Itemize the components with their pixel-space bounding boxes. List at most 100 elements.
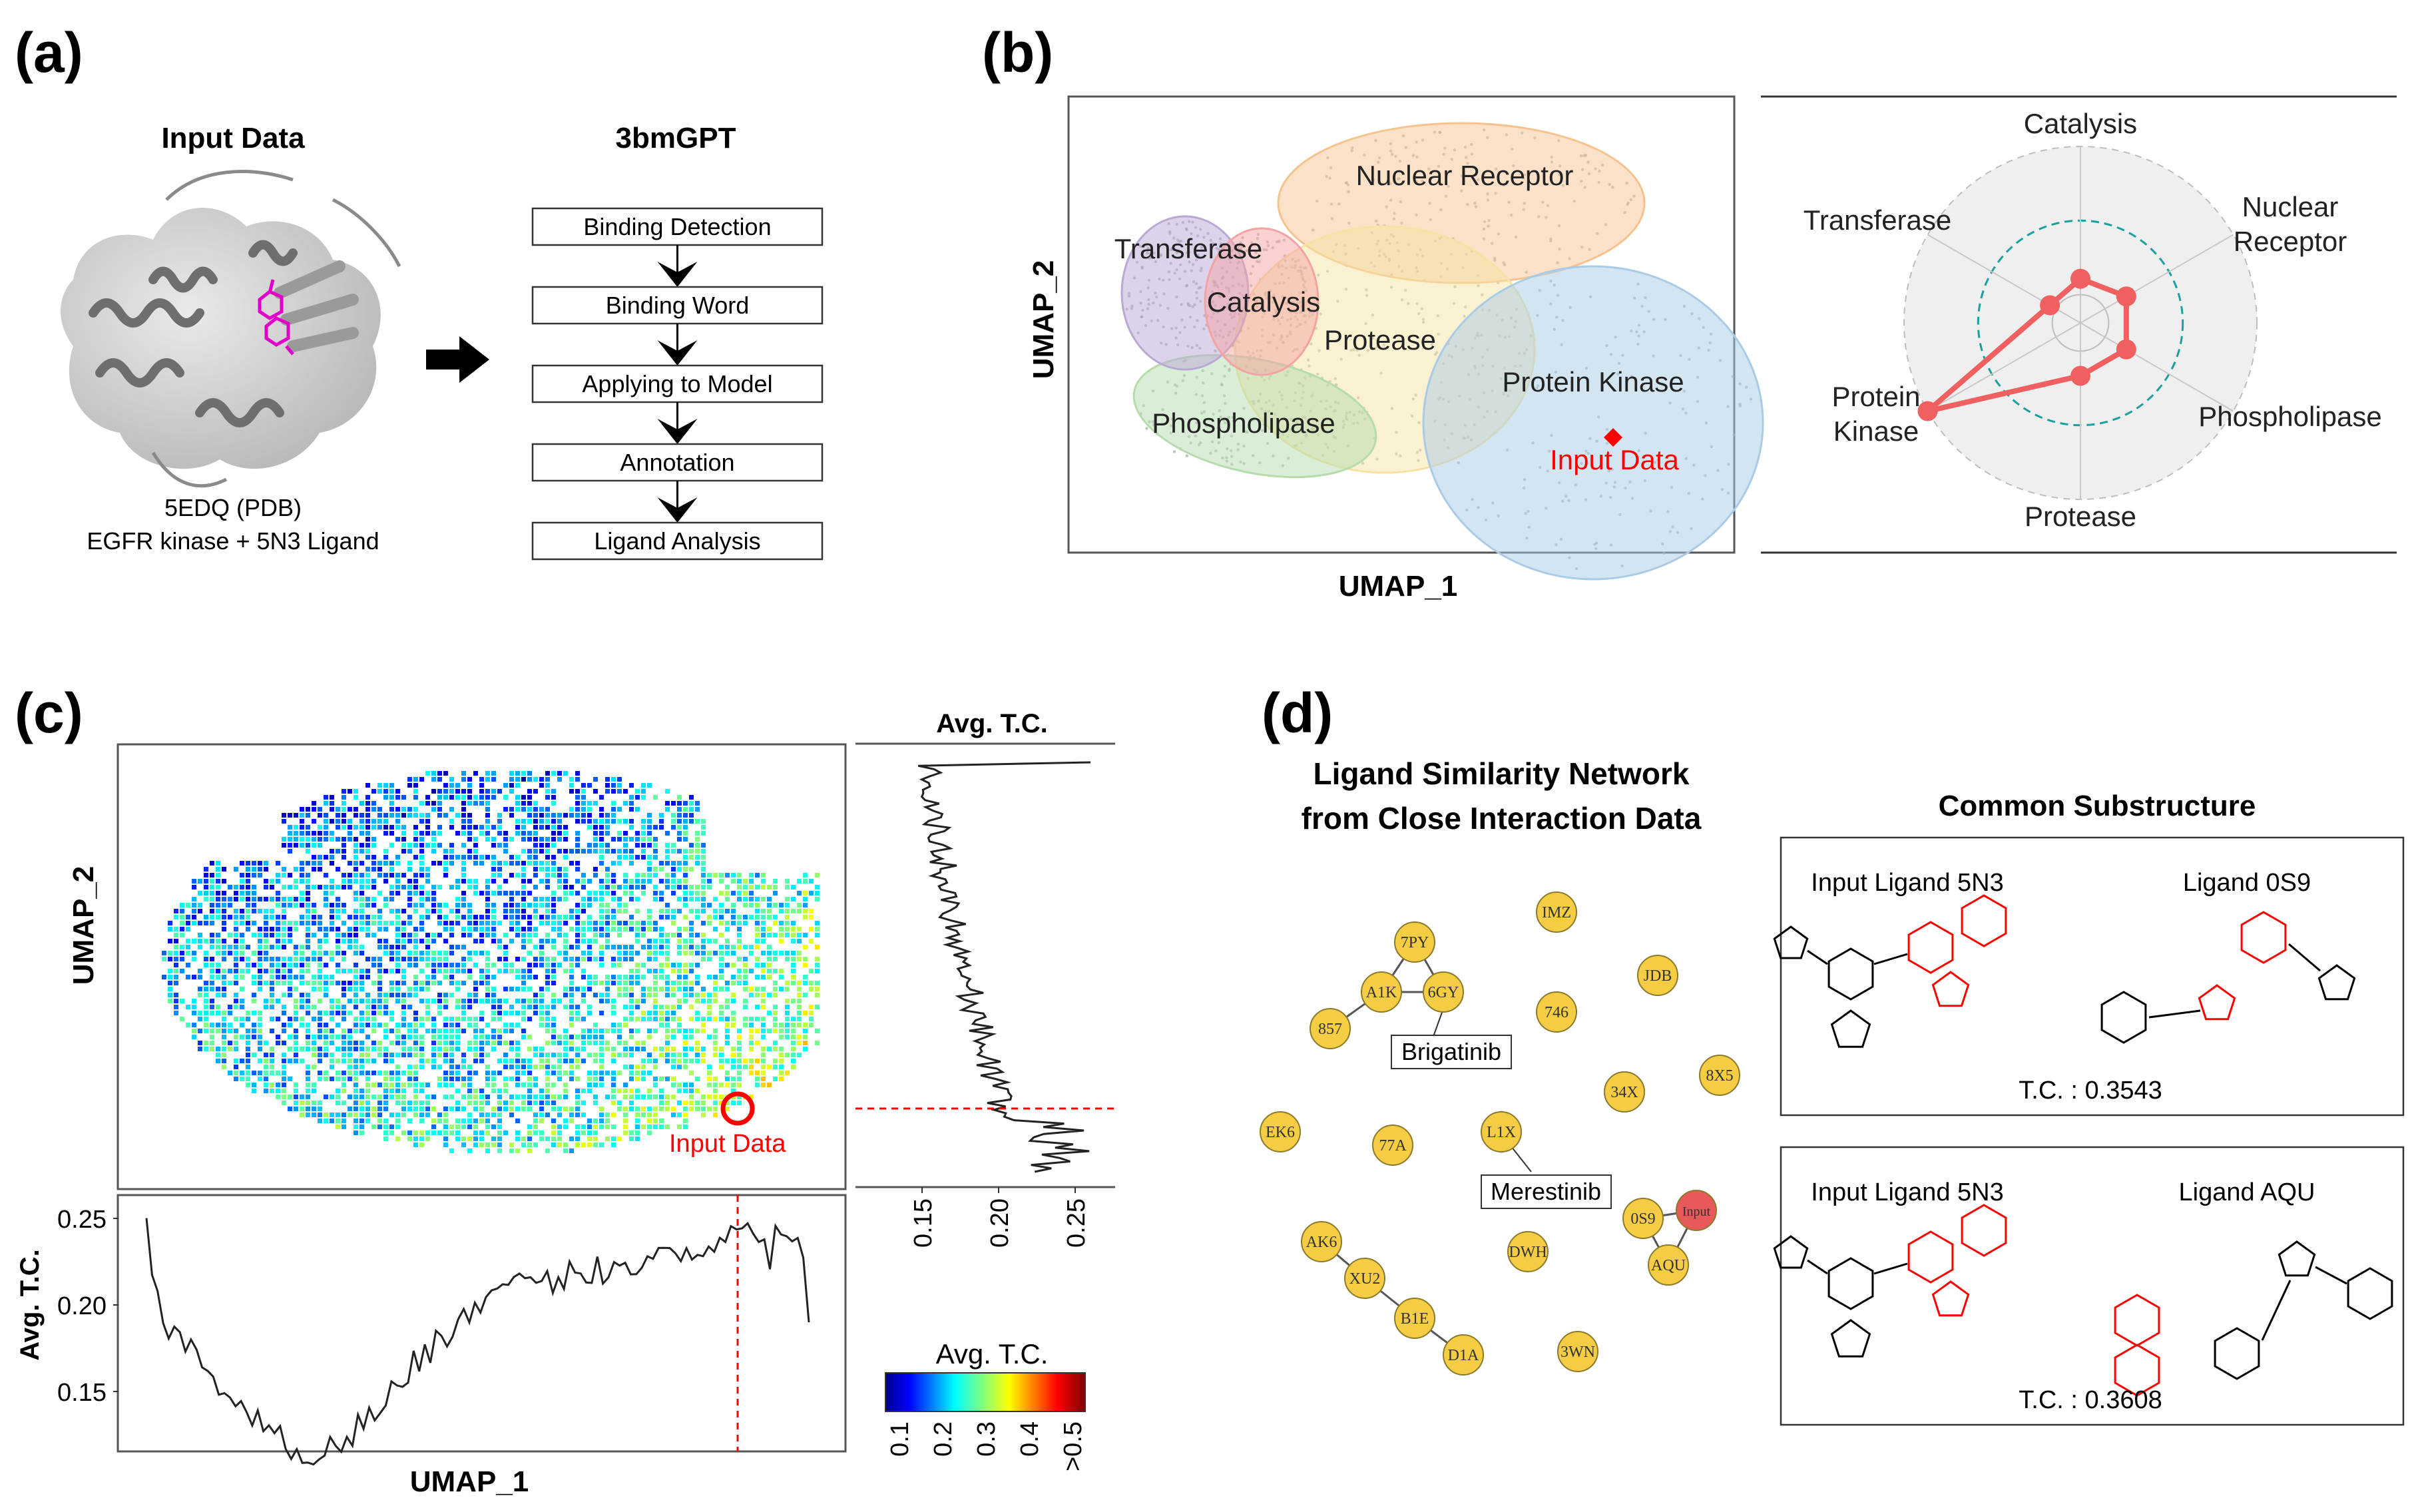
heatmap-cell	[342, 1083, 346, 1087]
heatmap-cell	[503, 951, 508, 955]
heatmap-cell	[318, 927, 322, 931]
heatmap-cell	[581, 813, 586, 818]
heatmap-cell	[599, 951, 604, 955]
heatmap-cell	[383, 819, 388, 824]
heatmap-cell	[485, 771, 490, 776]
heatmap-cell	[240, 909, 244, 913]
heatmap-cell	[461, 1095, 466, 1099]
heatmap-cell	[431, 843, 436, 848]
heatmap-cell	[599, 1071, 604, 1075]
heatmap-cell	[539, 1131, 544, 1135]
heatmap-cell	[539, 813, 544, 818]
heatmap-cell	[234, 1041, 238, 1045]
heatmap-cell	[629, 1077, 634, 1081]
heatmap-cell	[312, 861, 316, 866]
heatmap-cell	[653, 1083, 658, 1087]
heatmap-cell	[665, 933, 670, 937]
heatmap-cell	[455, 987, 460, 991]
heatmap-cell	[743, 891, 748, 895]
heatmap-cell	[443, 963, 448, 967]
heatmap-cell	[479, 1119, 484, 1123]
heatmap-cell	[413, 1113, 418, 1117]
heatmap-cell	[318, 843, 322, 848]
heatmap-cell	[641, 879, 646, 883]
heatmap-cell	[533, 945, 538, 949]
heatmap-cell	[797, 1023, 802, 1027]
heatmap-cell	[467, 999, 472, 1003]
heatmap-cell	[695, 1089, 700, 1093]
heatmap-cell	[809, 1011, 814, 1015]
heatmap-cell	[413, 777, 418, 782]
heatmap-cell	[312, 903, 316, 907]
heatmap-cell	[569, 1011, 574, 1015]
heatmap-cell	[587, 939, 592, 943]
heatmap-cell	[270, 975, 274, 979]
heatmap-cell	[725, 1041, 730, 1045]
heatmap-cell	[240, 1005, 244, 1009]
heatmap-cell	[623, 879, 628, 883]
heatmap-cell	[527, 777, 532, 782]
heatmap-cell	[587, 1077, 592, 1081]
heatmap-cell	[533, 957, 538, 961]
heatmap-cell	[431, 771, 436, 776]
heatmap-cell	[365, 1101, 370, 1105]
heatmap-cell	[701, 1053, 706, 1057]
heatmap-cell	[563, 969, 568, 973]
heatmap-cell	[401, 1011, 406, 1015]
heatmap-cell	[653, 975, 658, 979]
heatmap-cell	[282, 837, 286, 842]
heatmap-cell	[479, 915, 484, 919]
heatmap-cell	[491, 1071, 496, 1075]
heatmap-cell	[653, 837, 658, 842]
heatmap-cell	[365, 975, 370, 979]
heatmap-cell	[330, 1095, 334, 1099]
heatmap-cell	[665, 981, 670, 985]
heatmap-cell	[324, 885, 328, 889]
heatmap-cell	[695, 837, 700, 842]
heatmap-cell	[324, 975, 328, 979]
heatmap-cell	[485, 933, 490, 937]
heatmap-cell	[527, 1083, 532, 1087]
heatmap-cell	[689, 897, 694, 901]
heatmap-cell	[527, 1107, 532, 1111]
heatmap-cell	[324, 993, 328, 997]
heatmap-cell	[419, 1041, 424, 1045]
heatmap-cell	[306, 1107, 310, 1111]
heatmap-cell	[354, 789, 358, 794]
heatmap-cell	[707, 1095, 712, 1099]
heatmap-cell	[587, 891, 592, 895]
heatmap-cell	[192, 885, 196, 889]
heatmap-cell	[791, 1053, 796, 1057]
heatmap-cell	[330, 849, 334, 854]
heatmap-cell	[246, 1053, 250, 1057]
heatmap-cell	[497, 1089, 502, 1093]
heatmap-cell	[473, 1017, 478, 1021]
heatmap-cell	[330, 1119, 334, 1123]
heatmap-cell	[264, 1005, 268, 1009]
heatmap-cell	[401, 939, 406, 943]
heatmap-cell	[683, 819, 688, 824]
heatmap-cell	[587, 1142, 592, 1147]
heatmap-cell	[318, 1029, 322, 1033]
heatmap-cell	[599, 945, 604, 949]
heatmap-cell	[479, 1136, 484, 1141]
heatmap-cell	[467, 819, 472, 824]
heatmap-cell	[401, 1083, 406, 1087]
heatmap-cell	[246, 1077, 250, 1081]
heatmap-cell	[467, 1047, 472, 1051]
heatmap-cell	[371, 1113, 376, 1117]
heatmap-cell	[791, 885, 796, 889]
heatmap-cell	[815, 987, 820, 991]
heatmap-cell	[467, 1089, 472, 1093]
heatmap-cell	[557, 879, 562, 883]
heatmap-cell	[467, 951, 472, 955]
heatmap-cell	[485, 1083, 490, 1087]
heatmap-cell	[677, 987, 682, 991]
heatmap-cell	[491, 975, 496, 979]
heatmap-cell	[288, 903, 292, 907]
heatmap-cell	[503, 837, 508, 842]
heatmap-cell	[222, 891, 226, 895]
heatmap-cell	[479, 999, 484, 1003]
heatmap-cell	[234, 897, 238, 901]
heatmap-cell	[647, 969, 652, 973]
